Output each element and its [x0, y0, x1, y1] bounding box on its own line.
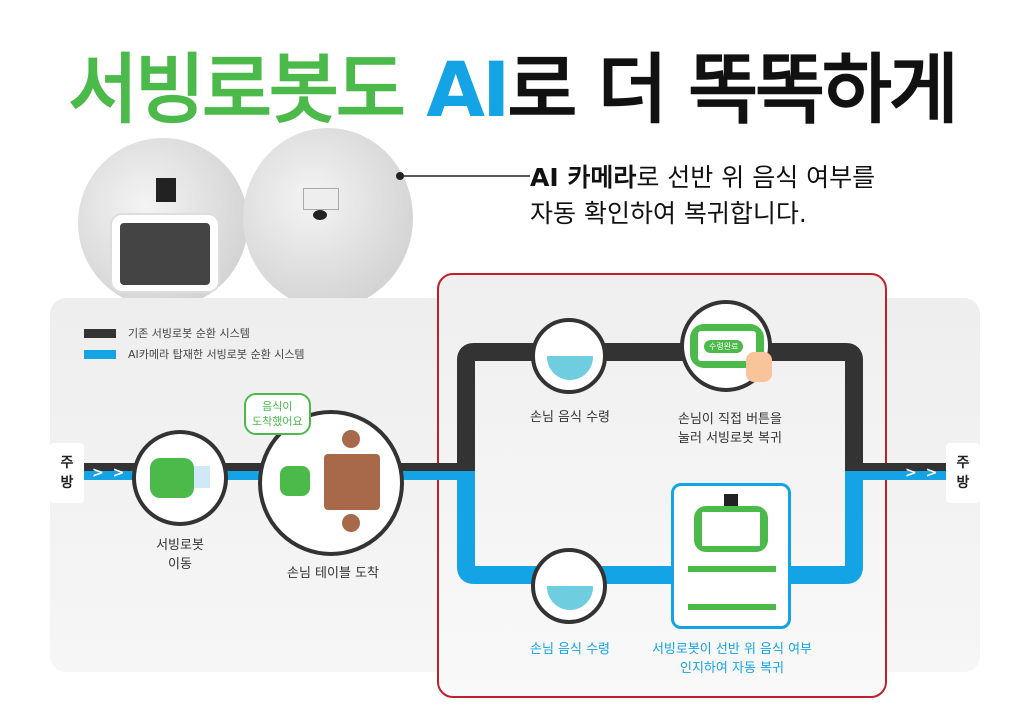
page-title: 서빙로봇도 AI로 더 똑똑하게 [0, 28, 1024, 138]
kitchen-left: 주방 [50, 443, 84, 503]
ai-camera-box [671, 483, 791, 629]
receive-bottom-circle [531, 548, 607, 624]
step-receive-bottom-label: 손님 음식 수령 [529, 642, 611, 657]
callout-line1: 로 선반 위 음식 여부를 [636, 163, 876, 192]
robot-icon [150, 458, 194, 498]
track-blue-right [860, 471, 980, 480]
title-blue: AI [426, 45, 510, 134]
step-move-label: 서빙로봇 이동 [156, 538, 204, 572]
chevron-right-icon: > > [905, 465, 940, 481]
camera-beam-icon [194, 466, 210, 488]
guest-icon [342, 430, 360, 448]
robot-camera-photos [78, 128, 418, 303]
speech-bubble: 음식이 도착했어요 [244, 393, 311, 435]
legend-swatch-dark [84, 328, 116, 338]
step-arrive-label: 손님 테이블 도착 [287, 566, 379, 581]
step-ai-return-label: 서빙로봇이 선반 위 음식 여부 인지하여 자동 복귀 [651, 642, 813, 676]
photo-robot-tablet [78, 138, 248, 303]
button-return-circle: 수령완료 [680, 300, 772, 392]
legend-label: AI카메라 탑재한 서빙로봇 순환 시스템 [128, 348, 305, 361]
legend-swatch-blue [84, 349, 116, 359]
robot-moving-circle [132, 430, 228, 526]
track-dark-right [860, 463, 980, 471]
loop-dark [457, 343, 863, 471]
table-icon [324, 454, 380, 510]
kitchen-label: 주방 [60, 455, 74, 491]
title-black: 로 더 똑똑하게 [507, 45, 958, 134]
legend-existing: 기존 서빙로봇 순환 시스템 [84, 325, 250, 341]
callout-line2: 자동 확인하여 복귀합니다. [530, 199, 807, 228]
callout-bold: AI 카메라 [530, 163, 637, 192]
kitchen-label: 주방 [956, 455, 970, 491]
robot-icon [280, 466, 310, 496]
chevron-right-icon: > > [92, 465, 127, 481]
callout-pointer [396, 172, 530, 180]
photo-camera-shelf [243, 128, 413, 303]
bowl-icon [547, 586, 593, 610]
kitchen-right: 주방 [946, 443, 980, 503]
step-receive-top-label: 손님 음식 수령 [529, 410, 611, 425]
step-button-return-label: 손님이 직접 버튼을 눌러 서빙로봇 복귀 [678, 412, 782, 446]
receive-complete-button: 수령완료 [704, 340, 744, 353]
hand-pointer-icon [746, 352, 772, 382]
legend-label: 기존 서빙로봇 순환 시스템 [128, 327, 250, 340]
title-green: 서빙로봇도 [68, 45, 406, 134]
bowl-icon [547, 356, 593, 380]
receive-top-circle [531, 318, 607, 394]
guest-icon [342, 514, 360, 532]
loop-blue [457, 471, 863, 584]
legend-ai: AI카메라 탑재한 서빙로봇 순환 시스템 [84, 346, 305, 362]
